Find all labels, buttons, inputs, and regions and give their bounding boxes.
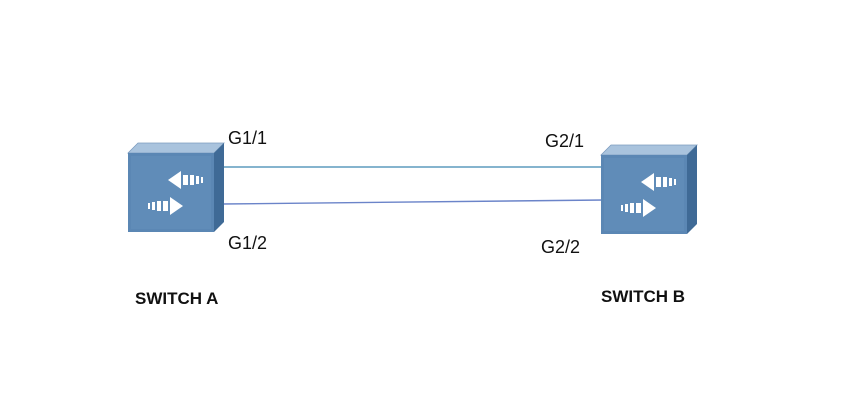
network-switch-icon	[127, 142, 225, 232]
port-label-g1-2: G1/2	[228, 233, 267, 253]
network-switch-icon	[600, 144, 698, 234]
device-label-switch-a: SWITCH A	[135, 289, 218, 308]
link-g1-2-to-g2-2	[221, 199, 605, 205]
port-label-g2-1: G2/1	[545, 131, 584, 151]
switch-a-device[interactable]	[127, 142, 225, 232]
switch-b-device[interactable]	[600, 144, 698, 234]
port-label-g1-1: G1/1	[228, 128, 267, 148]
device-label-switch-b: SWITCH B	[601, 287, 685, 306]
port-label-g2-2: G2/2	[541, 237, 580, 257]
